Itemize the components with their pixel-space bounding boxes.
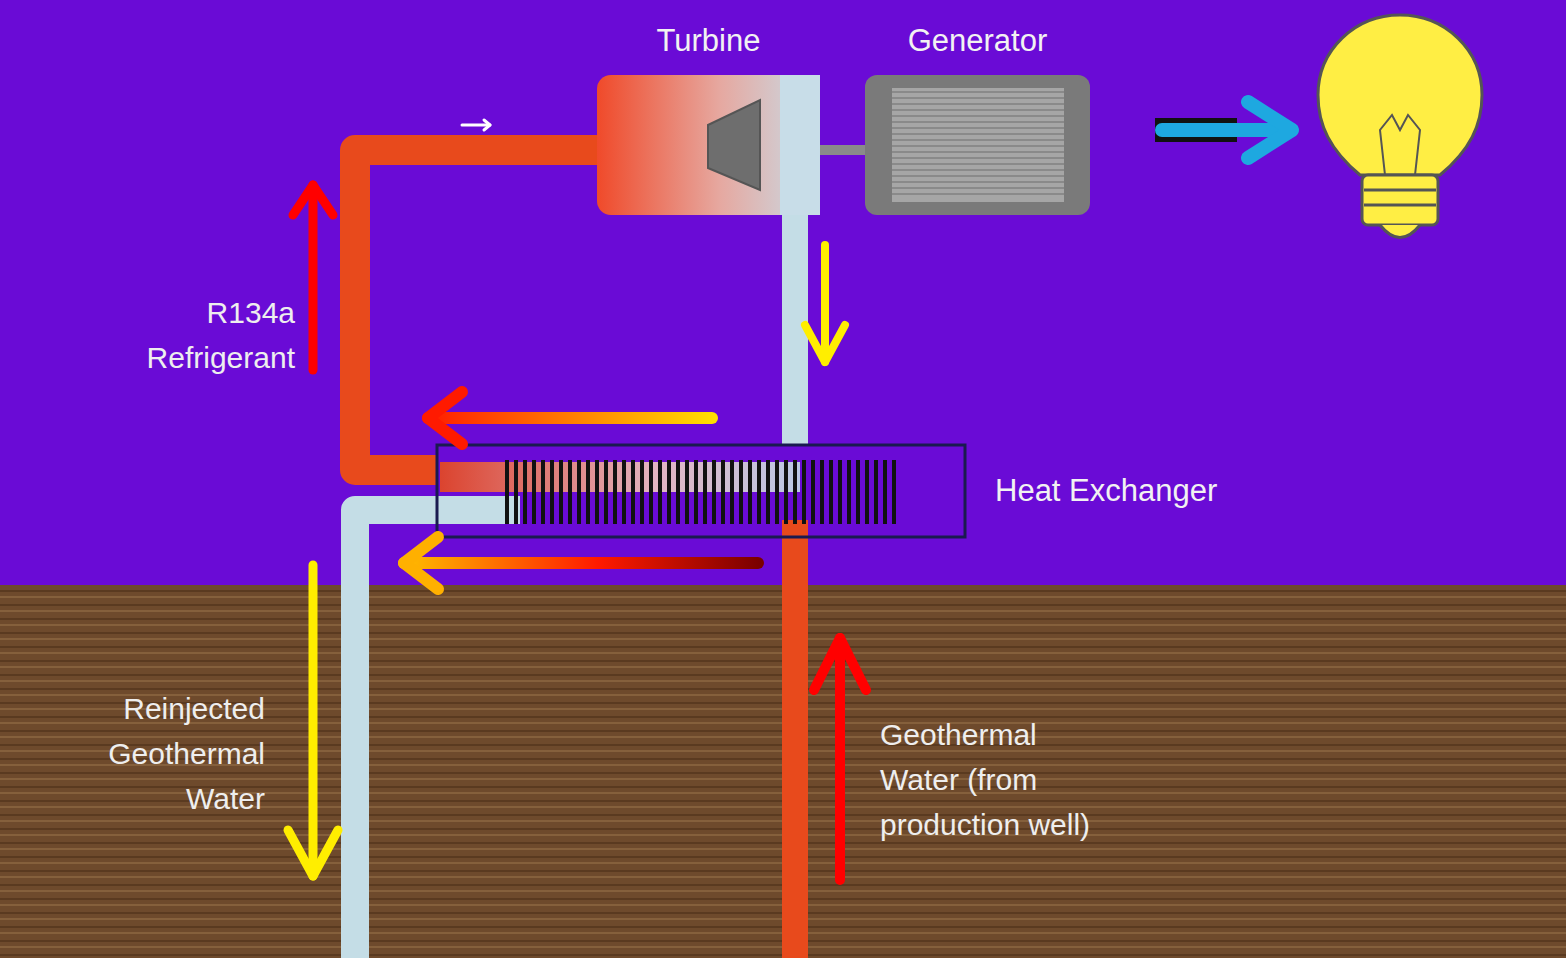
lightbulb xyxy=(1364,189,1436,192)
turbine-unit xyxy=(708,100,760,190)
turbine-unit xyxy=(780,75,820,215)
generator-unit xyxy=(892,181,1064,183)
generator-unit xyxy=(892,163,1064,165)
fixed-pipes xyxy=(355,510,520,958)
generator-unit xyxy=(892,139,1064,141)
generator-unit xyxy=(892,88,1064,202)
generator-unit xyxy=(892,127,1064,129)
generator-unit xyxy=(892,193,1064,195)
generator-unit xyxy=(865,75,1090,215)
fluid-label: R134a Refrigerant xyxy=(95,290,295,380)
flow-arrows xyxy=(484,120,490,130)
flow-arrows xyxy=(821,245,829,362)
flow-arrows xyxy=(428,412,712,424)
component-label: Heat Exchanger xyxy=(995,469,1217,513)
lightbulb xyxy=(1380,115,1420,175)
flow-arrows xyxy=(293,185,333,215)
well-label: Reinjected Geothermal Water xyxy=(45,686,265,821)
generator-unit xyxy=(892,97,1064,99)
well-label: Geothermal Water (from production well) xyxy=(880,712,1120,847)
flow-arrows xyxy=(404,537,438,589)
lightbulb xyxy=(1318,15,1482,238)
lightbulb xyxy=(1380,225,1420,238)
flow-arrows xyxy=(835,638,845,880)
fixed-pipes xyxy=(782,520,808,958)
turbine-shaft xyxy=(820,145,865,155)
turbine-unit xyxy=(597,75,820,215)
power-output-arrow xyxy=(1248,102,1292,158)
generator-unit xyxy=(892,175,1064,177)
flow-arrows xyxy=(288,120,866,880)
flow-arrows xyxy=(428,392,462,444)
generator-unit xyxy=(892,92,1064,194)
generator-unit xyxy=(892,157,1064,159)
generator-unit xyxy=(892,169,1064,171)
generator-unit xyxy=(892,121,1064,123)
flow-arrows xyxy=(309,565,318,876)
generator-unit xyxy=(865,75,1090,215)
generator-unit xyxy=(892,103,1064,105)
heat-exchanger-body xyxy=(437,445,965,537)
generator-unit xyxy=(892,133,1064,135)
lightbulb xyxy=(1364,204,1436,207)
generator-unit xyxy=(892,187,1064,189)
generator-unit xyxy=(892,109,1064,111)
sky-ground xyxy=(0,0,1566,585)
generator-unit xyxy=(892,151,1064,153)
power-output-arrow xyxy=(1155,102,1292,158)
power-output-arrow xyxy=(1162,123,1290,137)
flow-arrows xyxy=(404,557,758,569)
turbine-unit xyxy=(597,75,820,215)
flow-arrows xyxy=(309,185,318,370)
heat-exchanger-body xyxy=(437,445,965,537)
generator-box: Generator xyxy=(865,75,1090,215)
flow-arrows xyxy=(288,830,338,876)
lightbulb xyxy=(1318,15,1482,175)
fixed-pipes xyxy=(355,510,795,958)
heat-exchanger-body xyxy=(505,460,900,524)
generator-unit xyxy=(892,145,1064,147)
flow-arrows xyxy=(814,638,866,690)
generator-unit xyxy=(892,91,1064,93)
component-label: Generator xyxy=(908,19,1048,63)
component-label: Turbine xyxy=(657,19,761,63)
turbine-box: Turbine xyxy=(597,75,820,215)
flow-arrows xyxy=(805,325,845,362)
generator-unit xyxy=(892,115,1064,117)
heat-exchanger-box: Heat Exchanger xyxy=(437,445,965,537)
lightbulb xyxy=(1362,175,1438,225)
flow-arrows xyxy=(462,124,490,127)
